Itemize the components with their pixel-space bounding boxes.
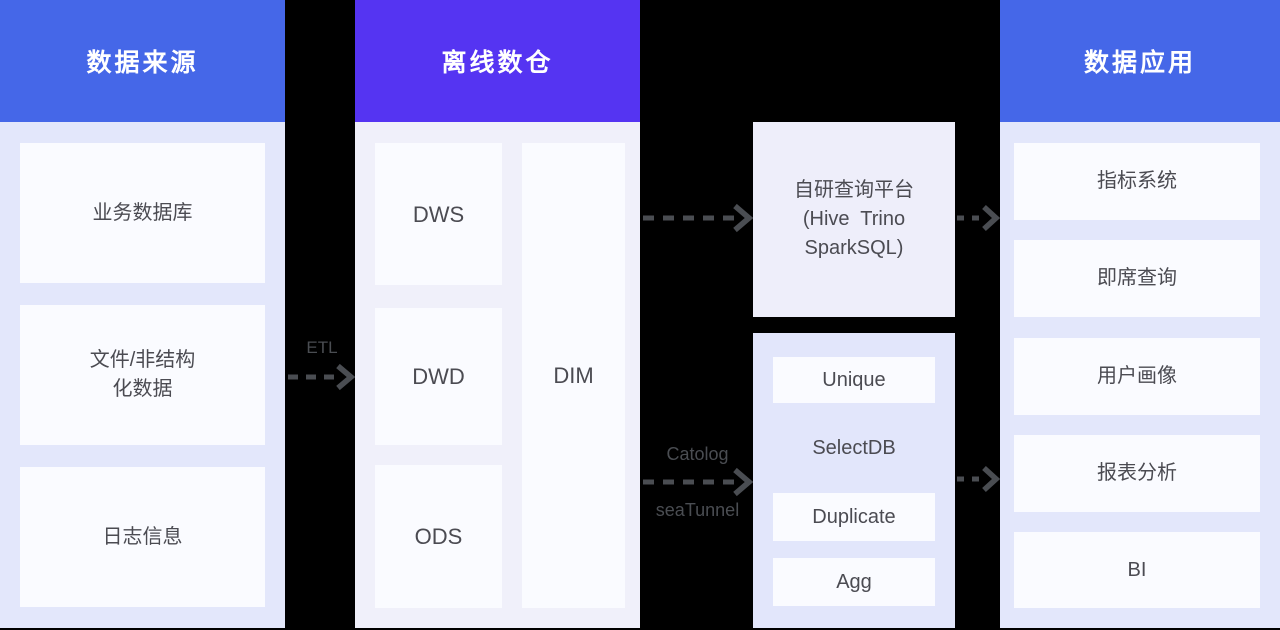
app-card: 指标系统 [1014, 143, 1260, 220]
etl-label: ETL [306, 338, 338, 357]
column-header-offline-warehouse: 离线数仓 [355, 0, 640, 122]
warehouse-layer-label: DWS [412, 201, 465, 227]
app-label: 指标系统 [1097, 170, 1177, 192]
column-body-data-sources: 业务数据库 文件/非结构 化数据 日志信息 [0, 122, 285, 628]
selectdb-model-label: Duplicate [812, 505, 896, 528]
query-platform-card: 自研查询平台 (Hive Trino SparkSQL) [753, 122, 955, 317]
query-platform-label: 自研查询平台 (Hive Trino SparkSQL) [794, 179, 914, 259]
warehouse-to-selectdb-arrow [643, 467, 753, 497]
warehouse-dim-label: DIM [553, 363, 594, 388]
data-source-card: 日志信息 [20, 467, 265, 607]
app-label: 报表分析 [1097, 462, 1177, 484]
selectdb-model-label: Agg [836, 570, 872, 593]
selectdb-to-apps-arrow [957, 465, 1000, 493]
column-body-data-applications: 指标系统 即席查询 用户画像 报表分析 BI [1000, 122, 1280, 628]
app-card: 用户画像 [1014, 338, 1260, 415]
app-label: BI [1127, 558, 1147, 581]
column-data-applications: 数据应用 指标系统 即席查询 用户画像 报表分析 BI [1000, 0, 1280, 628]
etl-arrow [288, 363, 355, 391]
column-offline-warehouse: 离线数仓 DWS DWD ODS DIM [355, 0, 640, 628]
data-source-label: 业务数据库 [92, 201, 193, 224]
column-title: 数据来源 [86, 49, 199, 77]
warehouse-dim-card: DIM [522, 143, 625, 608]
data-source-card: 文件/非结构 化数据 [20, 305, 265, 445]
data-source-label: 日志信息 [102, 525, 183, 548]
warehouse-layer-card-ods: ODS [375, 465, 502, 608]
warehouse-layer-card-dwd: DWD [375, 308, 502, 445]
column-title: 数据应用 [1083, 49, 1196, 77]
column-title: 离线数仓 [441, 49, 554, 77]
app-label: 用户画像 [1097, 365, 1177, 387]
column-body-offline-warehouse: DWS DWD ODS DIM [355, 122, 640, 628]
seatunnel-label: seaTunnel [655, 500, 740, 520]
column-header-data-sources: 数据来源 [0, 0, 285, 122]
data-source-label: 文件/非结构 化数据 [89, 349, 196, 400]
selectdb-model-card-agg: Agg [773, 558, 935, 606]
selectdb-model-card-unique: Unique [773, 357, 935, 403]
warehouse-layer-label: DWD [412, 364, 465, 389]
query-to-apps-arrow [957, 204, 1000, 232]
selectdb-title: SelectDB [812, 436, 896, 459]
app-card: 报表分析 [1014, 435, 1260, 512]
app-card: 即席查询 [1014, 240, 1260, 317]
column-header-data-applications: 数据应用 [1000, 0, 1280, 122]
selectdb-model-label: Unique [822, 368, 886, 391]
column-data-sources: 数据来源 业务数据库 文件/非结构 化数据 日志信息 [0, 0, 285, 628]
warehouse-layer-card-dws: DWS [375, 143, 502, 285]
selectdb-panel: Unique SelectDB Duplicate Agg [753, 333, 955, 628]
selectdb-model-card-duplicate: Duplicate [773, 493, 935, 541]
app-card: BI [1014, 532, 1260, 608]
catalog-label: Catolog [666, 444, 729, 464]
data-source-card: 业务数据库 [20, 143, 265, 283]
app-label: 即席查询 [1097, 267, 1177, 289]
warehouse-layer-label: ODS [414, 524, 463, 549]
warehouse-to-query-arrow [643, 203, 753, 233]
